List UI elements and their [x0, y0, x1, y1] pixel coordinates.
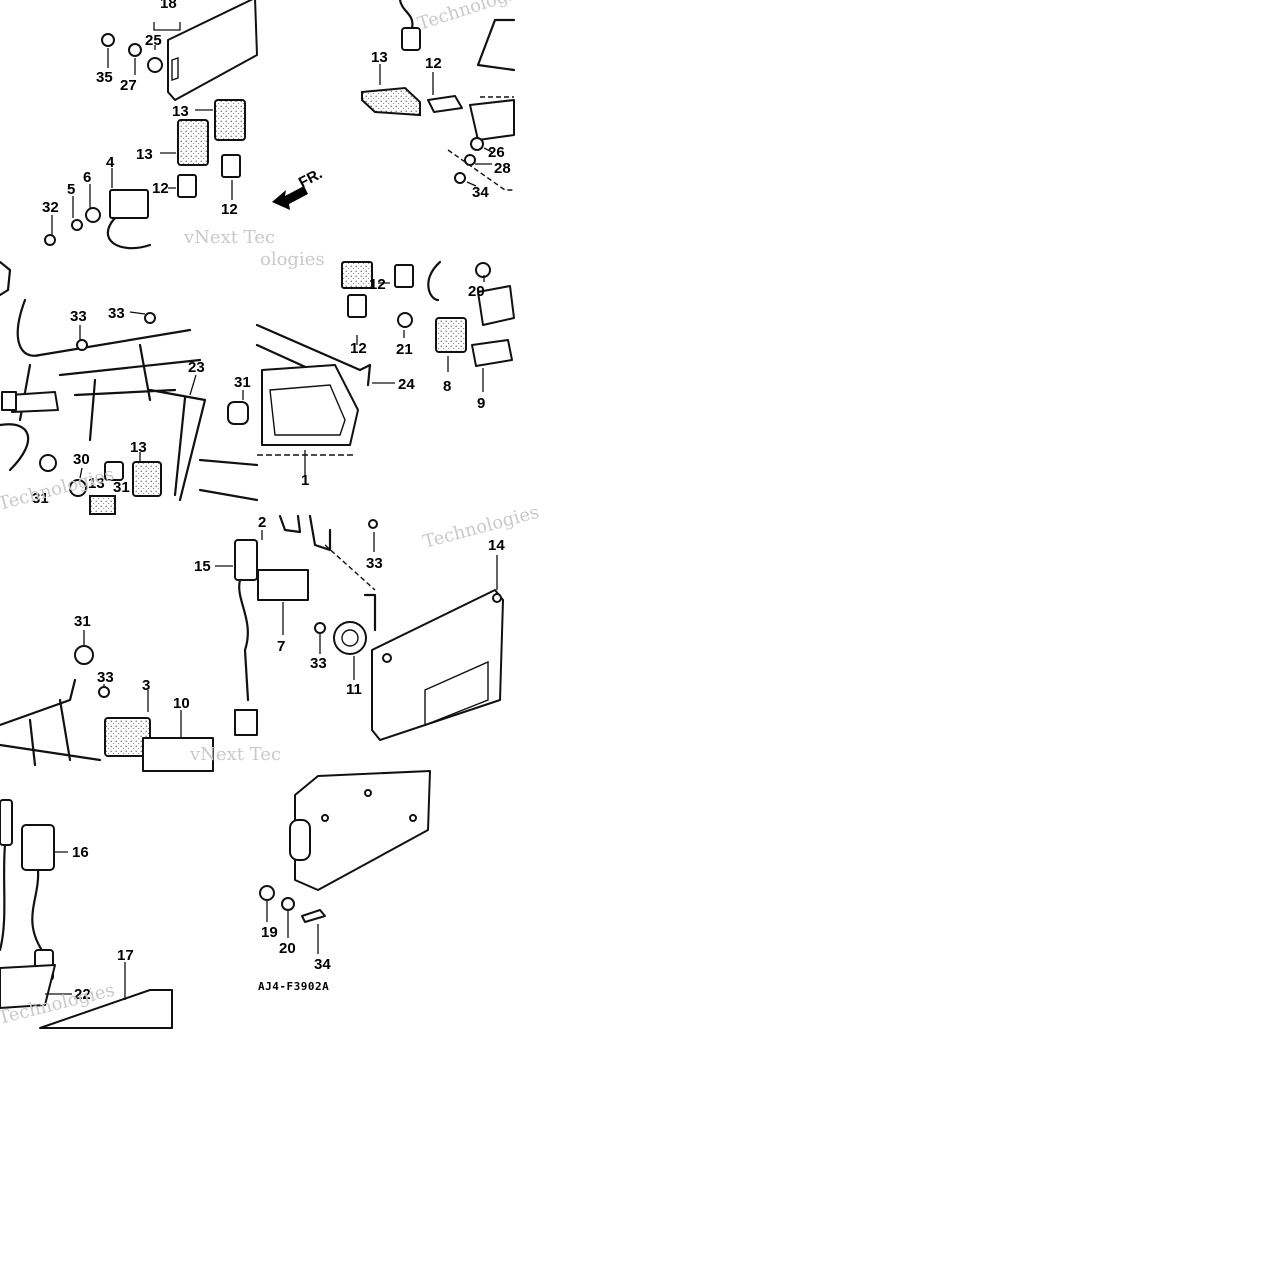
callout-33-e: 33 [310, 655, 327, 672]
callout-22: 22 [74, 986, 91, 1003]
callout-13-b: 13 [136, 146, 153, 163]
callout-23: 23 [188, 359, 205, 376]
callout-25: 25 [145, 32, 162, 49]
callout-13-a: 13 [172, 103, 189, 120]
callout-21: 21 [396, 341, 413, 358]
callout-28: 28 [494, 160, 511, 177]
tile-bottom-middle: 19 20 34 AJ4-F3902A [258, 770, 431, 993]
callout-30: 30 [73, 451, 90, 468]
tile-mid-left: 33 33 23 31 13 30 13 31 31 Technologies [0, 260, 259, 515]
callout-33-c: 33 [97, 669, 114, 686]
tile-center: ologies 12 29 12 21 24 8 9 1 [255, 249, 515, 489]
tile-bottom-left: 16 17 22 Technologies [0, 799, 173, 1029]
callout-12-c: 12 [425, 55, 442, 72]
callout-24: 24 [398, 376, 415, 393]
callout-14: 14 [488, 537, 505, 554]
callout-33-d: 33 [366, 555, 383, 572]
callout-34-a: 34 [472, 184, 489, 201]
tile-top-left: 18 25 35 27 13 13 4 6 5 12 32 12 vNext T… [42, 0, 275, 250]
callout-33-b: 33 [108, 305, 125, 322]
callout-32: 32 [42, 199, 59, 216]
callout-10: 10 [173, 695, 190, 712]
callout-2: 2 [258, 514, 266, 531]
callout-5: 5 [67, 181, 75, 198]
callout-19: 19 [261, 924, 278, 941]
watermark: ologies [260, 249, 325, 270]
callout-7: 7 [277, 638, 285, 655]
callout-11: 11 [346, 681, 362, 698]
watermark: vNext Tec [183, 227, 275, 248]
callout-16: 16 [72, 844, 89, 861]
callout-17: 17 [117, 947, 134, 964]
callout-8: 8 [443, 378, 451, 395]
callout-31-c: 31 [32, 490, 49, 507]
callout-4: 4 [106, 154, 115, 171]
callout-1: 1 [301, 472, 309, 489]
callout-34-b: 34 [314, 956, 331, 973]
callout-31-b: 31 [113, 479, 130, 496]
watermark: Technologies [415, 0, 535, 35]
callout-29: 29 [468, 283, 485, 300]
callout-31-d: 31 [74, 613, 91, 630]
callout-15: 15 [194, 558, 211, 575]
callout-12-d: 12 [369, 276, 386, 293]
callout-3: 3 [142, 677, 150, 694]
callout-18: 18 [160, 0, 177, 12]
callout-26: 26 [488, 144, 505, 161]
callout-20: 20 [279, 940, 296, 957]
callout-13-e: 13 [88, 475, 105, 492]
callout-12-b: 12 [221, 201, 238, 218]
direction-label: FR. [296, 165, 325, 191]
tile-lower-middle: Technologies 33 14 7 33 11 [277, 502, 542, 741]
watermark: vNext Tec [189, 744, 281, 765]
callout-13-c: 13 [371, 49, 388, 66]
watermark: Technologies [421, 502, 542, 553]
callout-27: 27 [120, 77, 137, 94]
tile-top-middle: Technologies FR. 13 12 26 28 34 [272, 0, 535, 210]
callout-13-d: 13 [130, 439, 147, 456]
callout-12-e: 12 [350, 340, 367, 357]
callout-12-a: 12 [152, 180, 169, 197]
callout-35: 35 [96, 69, 113, 86]
figure-code: AJ4-F3902A [258, 980, 329, 993]
callout-9: 9 [477, 395, 485, 412]
callout-6: 6 [83, 169, 91, 186]
tile-lower-left: 2 15 31 33 3 10 vNext Tec [0, 514, 309, 772]
callout-31-a: 31 [234, 374, 251, 391]
callout-33-a: 33 [70, 308, 87, 325]
